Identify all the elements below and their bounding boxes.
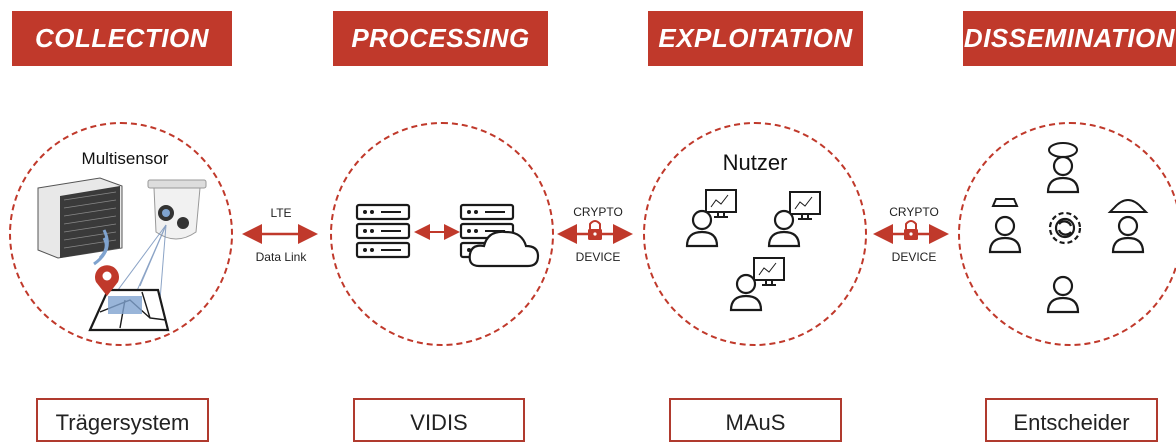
caption-multisensor: Multisensor [81, 149, 169, 168]
header-dissemination: DISSEMINATION [963, 11, 1176, 66]
link-label-crypto-1: CRYPTO [573, 205, 623, 219]
header-exploitation: EXPLOITATION [648, 11, 863, 66]
caption-nutzer: Nutzer [722, 150, 788, 175]
officer-icon [988, 198, 1022, 254]
wireless-icon [93, 229, 109, 266]
civilian-icon [1046, 275, 1080, 314]
location-pin-icon [95, 265, 119, 296]
link-label-device-1: DEVICE [575, 250, 621, 264]
link-label-lte: LTE [270, 206, 292, 220]
server-stack-icon [355, 203, 411, 259]
soldier-icon [1046, 142, 1080, 194]
circle-dissemination [958, 122, 1176, 346]
user-workstation-icon-3 [729, 257, 785, 312]
camera-dome-icon [147, 179, 207, 240]
firefighter-icon [1107, 199, 1149, 254]
box-maus: MAuS [669, 398, 842, 442]
user-workstation-icon-1 [685, 189, 737, 248]
box-vidis: VIDIS [353, 398, 525, 442]
header-processing: PROCESSING [333, 11, 548, 66]
cloud-server-icon [459, 203, 540, 268]
box-entscheider: Entscheider [985, 398, 1158, 442]
padlock-icon [587, 220, 603, 241]
box-traegersystem: Trägersystem [36, 398, 209, 442]
padlock-icon-2 [903, 220, 919, 241]
settings-gear-icon [1048, 211, 1082, 245]
user-workstation-icon-2 [767, 191, 821, 248]
map-icon [88, 288, 170, 332]
circle-collection [9, 122, 233, 346]
link-label-crypto-2: CRYPTO [889, 205, 939, 219]
circle-processing [330, 122, 554, 346]
header-collection: COLLECTION [12, 11, 232, 66]
link-label-device-2: DEVICE [891, 250, 937, 264]
circle-exploitation [643, 122, 867, 346]
link-label-data-link: Data Link [255, 250, 307, 264]
radar-sensor-icon [37, 177, 123, 259]
